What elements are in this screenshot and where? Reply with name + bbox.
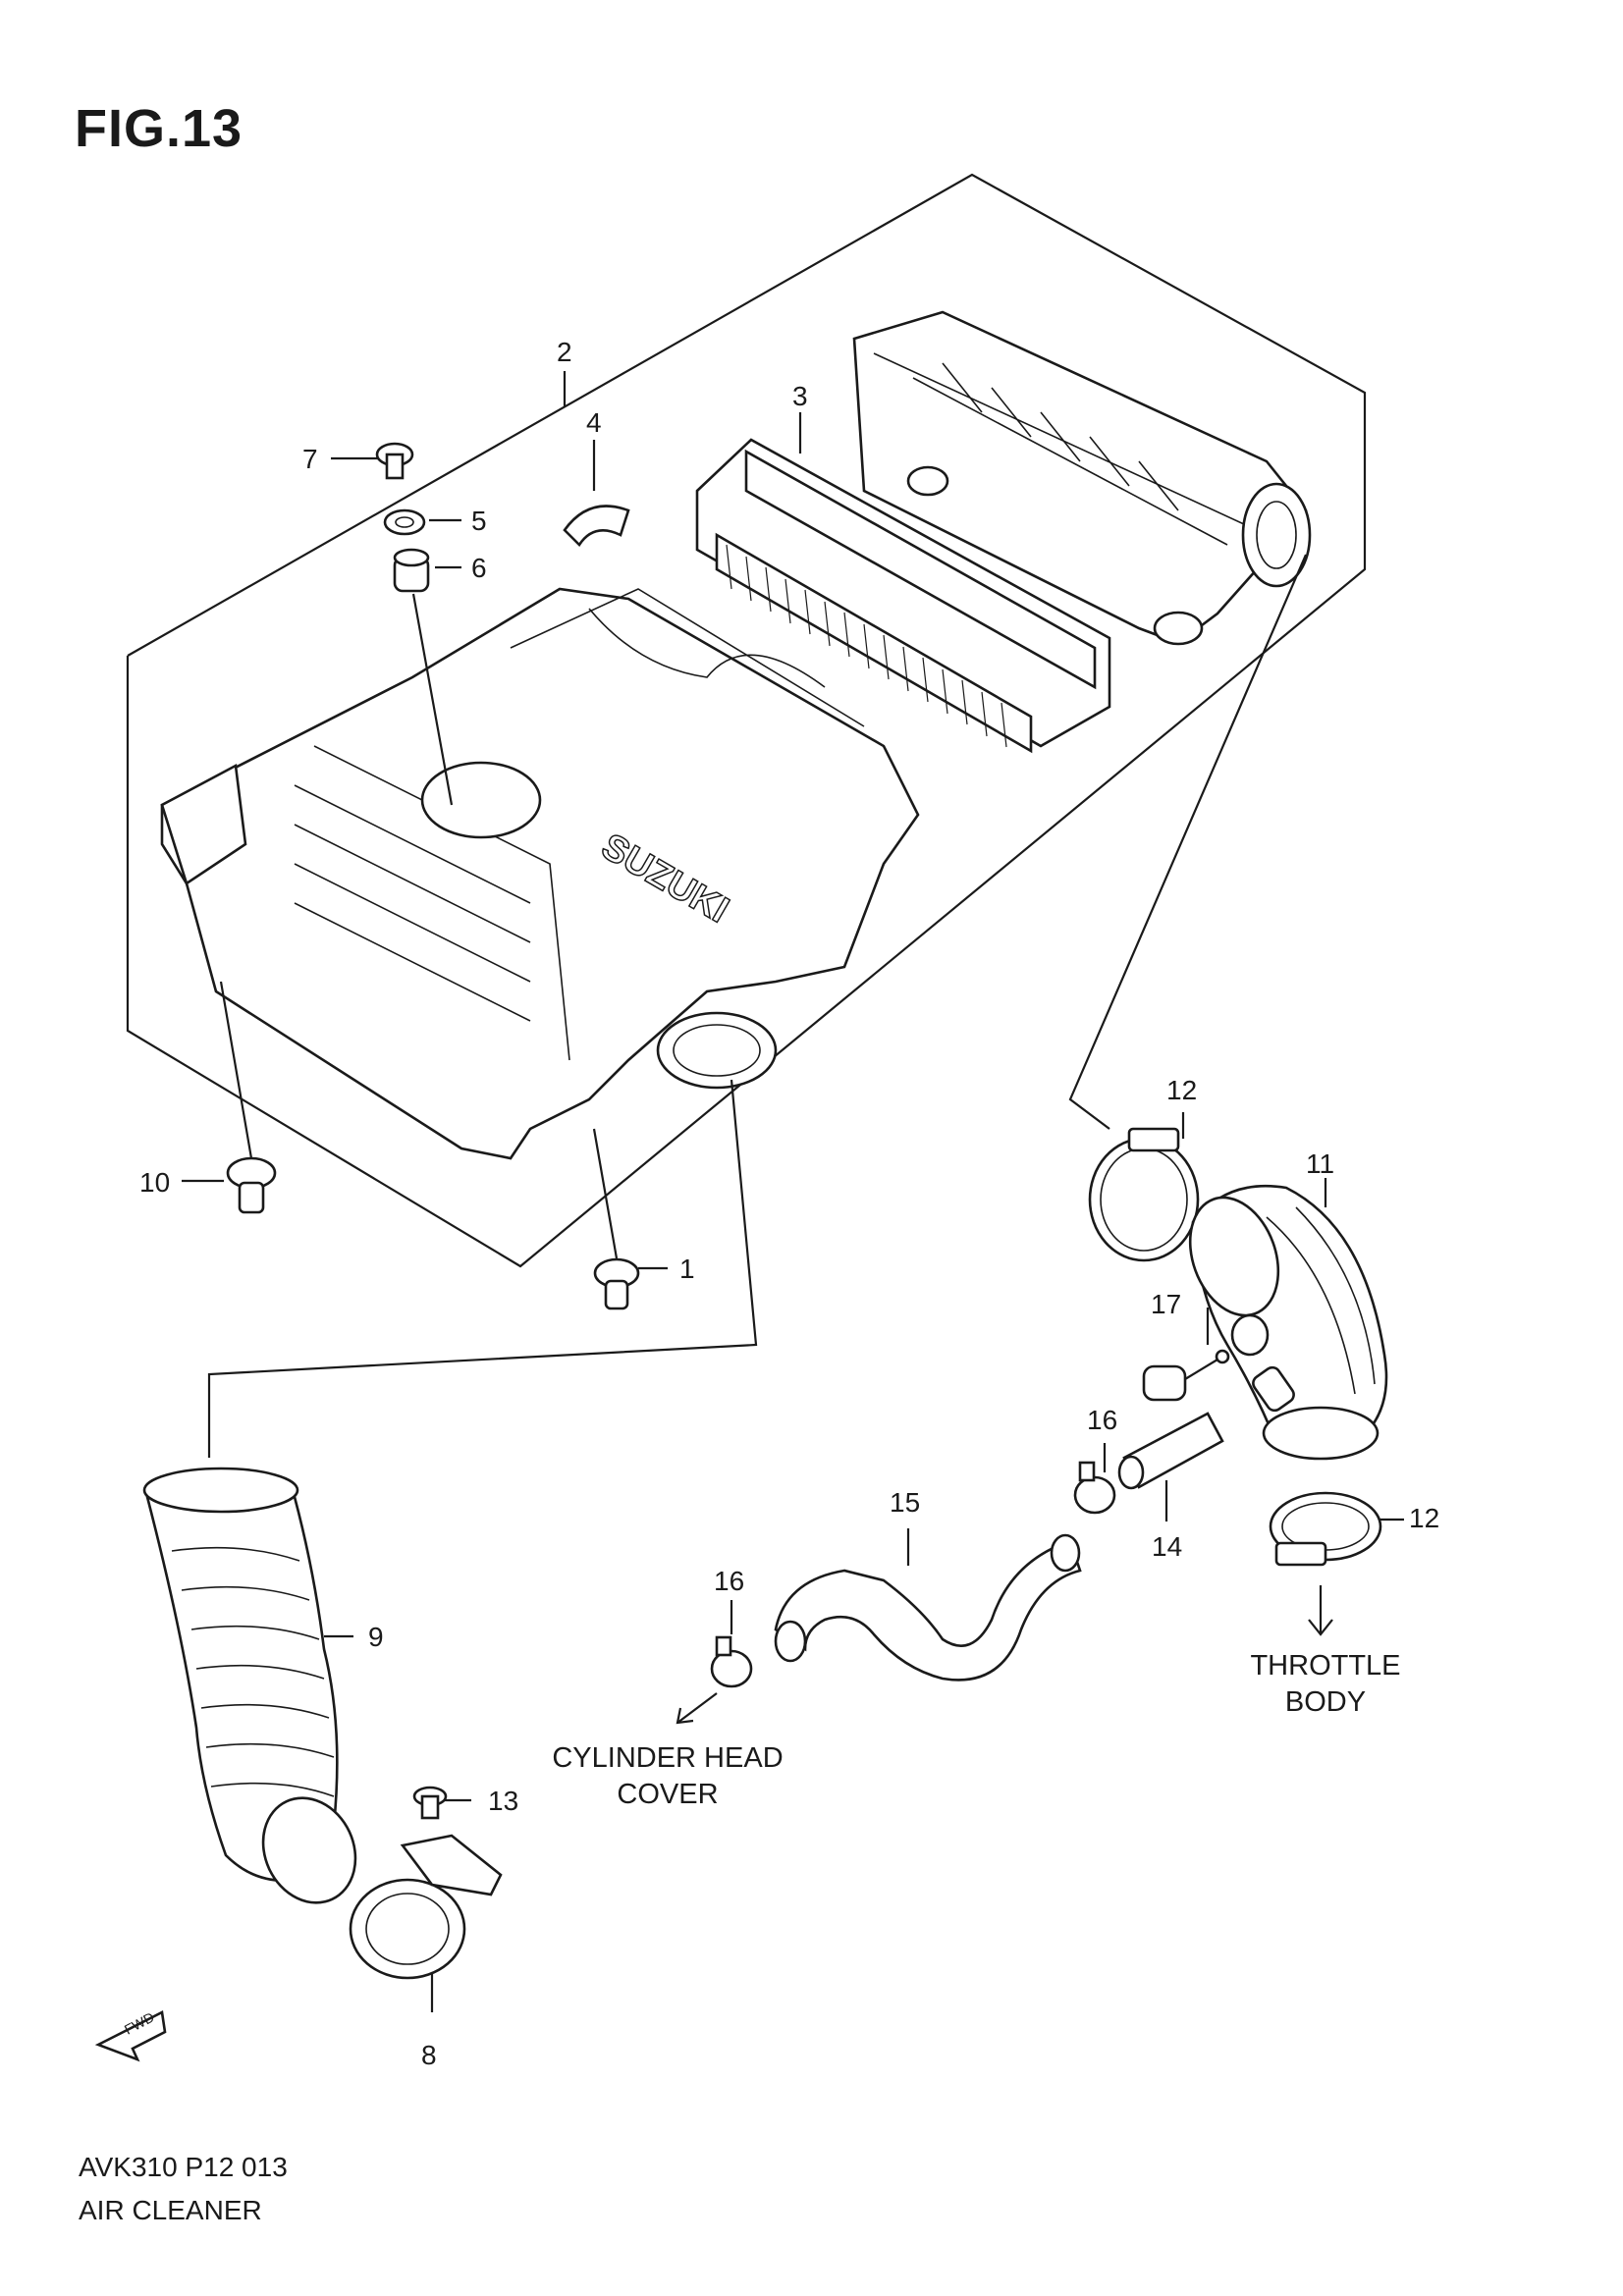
part-number-label: 5 — [471, 506, 487, 536]
part-number-label: 12 — [1166, 1075, 1197, 1105]
part-number-label: 16 — [714, 1566, 744, 1596]
callout-throttle-body: THROTTLE BODY — [1250, 1650, 1400, 1718]
assembly-outline — [126, 173, 1367, 1268]
part-9-intake-duct[interactable] — [142, 1467, 372, 1918]
part-number-label: 12 — [1409, 1503, 1439, 1533]
leader-lines — [182, 371, 1404, 2012]
part-number-labels: 1 2 3 4 5 6 7 8 9 10 11 12 12 13 14 15 1… — [139, 337, 1439, 2070]
part-14-pcv-pipe[interactable] — [1117, 1412, 1224, 1490]
part-number-label: 7 — [302, 444, 318, 474]
part-number-label: 16 — [1087, 1405, 1117, 1435]
part-4-clip[interactable] — [563, 505, 630, 548]
figure-code: AVK310 P12 013 — [79, 2152, 288, 2182]
part-13-bolt[interactable] — [412, 1786, 448, 1820]
direction-arrow-icon — [676, 1585, 1333, 1725]
part-8-clamp-ring[interactable] — [349, 1834, 503, 1980]
part-number-label: 3 — [792, 381, 808, 411]
air-filter-element[interactable] — [695, 438, 1111, 754]
part-number-label: 6 — [471, 553, 487, 583]
part-number-label: 15 — [890, 1487, 920, 1518]
part-number-label: 13 — [488, 1786, 518, 1816]
air-cleaner-housing[interactable]: SUZUKI — [160, 587, 920, 1160]
callout-line: THROTTLE — [1250, 1650, 1400, 1682]
part-12-hose-clamp-lower[interactable] — [1269, 1491, 1382, 1567]
callout-line: CYLINDER HEAD — [552, 1742, 783, 1774]
part-number-label: 10 — [139, 1167, 170, 1198]
part-1-mount[interactable] — [593, 1257, 640, 1310]
part-12-hose-clamp-upper[interactable] — [1088, 1127, 1200, 1262]
figure-title: FIG.13 — [75, 99, 243, 158]
part-17-sensor[interactable] — [1142, 1349, 1230, 1402]
part-number-label: 17 — [1151, 1289, 1181, 1319]
part-number-label: 9 — [368, 1622, 384, 1652]
part-number-label: 14 — [1152, 1531, 1182, 1562]
air-cleaner-cover[interactable] — [852, 310, 1312, 646]
part-15-breather-hose[interactable] — [774, 1533, 1082, 1682]
part-number-label: 11 — [1306, 1148, 1334, 1179]
part-16-clip-right[interactable] — [1073, 1461, 1116, 1515]
figure-name: AIR CLEANER — [79, 2195, 262, 2225]
part-6-collar[interactable] — [393, 548, 430, 593]
callout-line: COVER — [617, 1779, 718, 1810]
part-number-label: 2 — [557, 337, 572, 367]
part-16-clip-left[interactable] — [710, 1635, 753, 1688]
callout-line: BODY — [1285, 1686, 1366, 1718]
part-5-grommet[interactable] — [383, 508, 426, 536]
callout-cylinder-head-cover: CYLINDER HEAD COVER — [552, 1742, 783, 1810]
part-11-intake-elbow[interactable] — [1174, 1184, 1388, 1461]
fwd-arrow-icon: FWD — [94, 2009, 167, 2062]
part-number-label: 8 — [421, 2040, 437, 2070]
part-number-label: 4 — [586, 407, 602, 438]
part-10-mount[interactable] — [226, 1156, 277, 1214]
part-7-screw[interactable] — [375, 442, 414, 480]
part-number-label: 1 — [679, 1254, 695, 1284]
